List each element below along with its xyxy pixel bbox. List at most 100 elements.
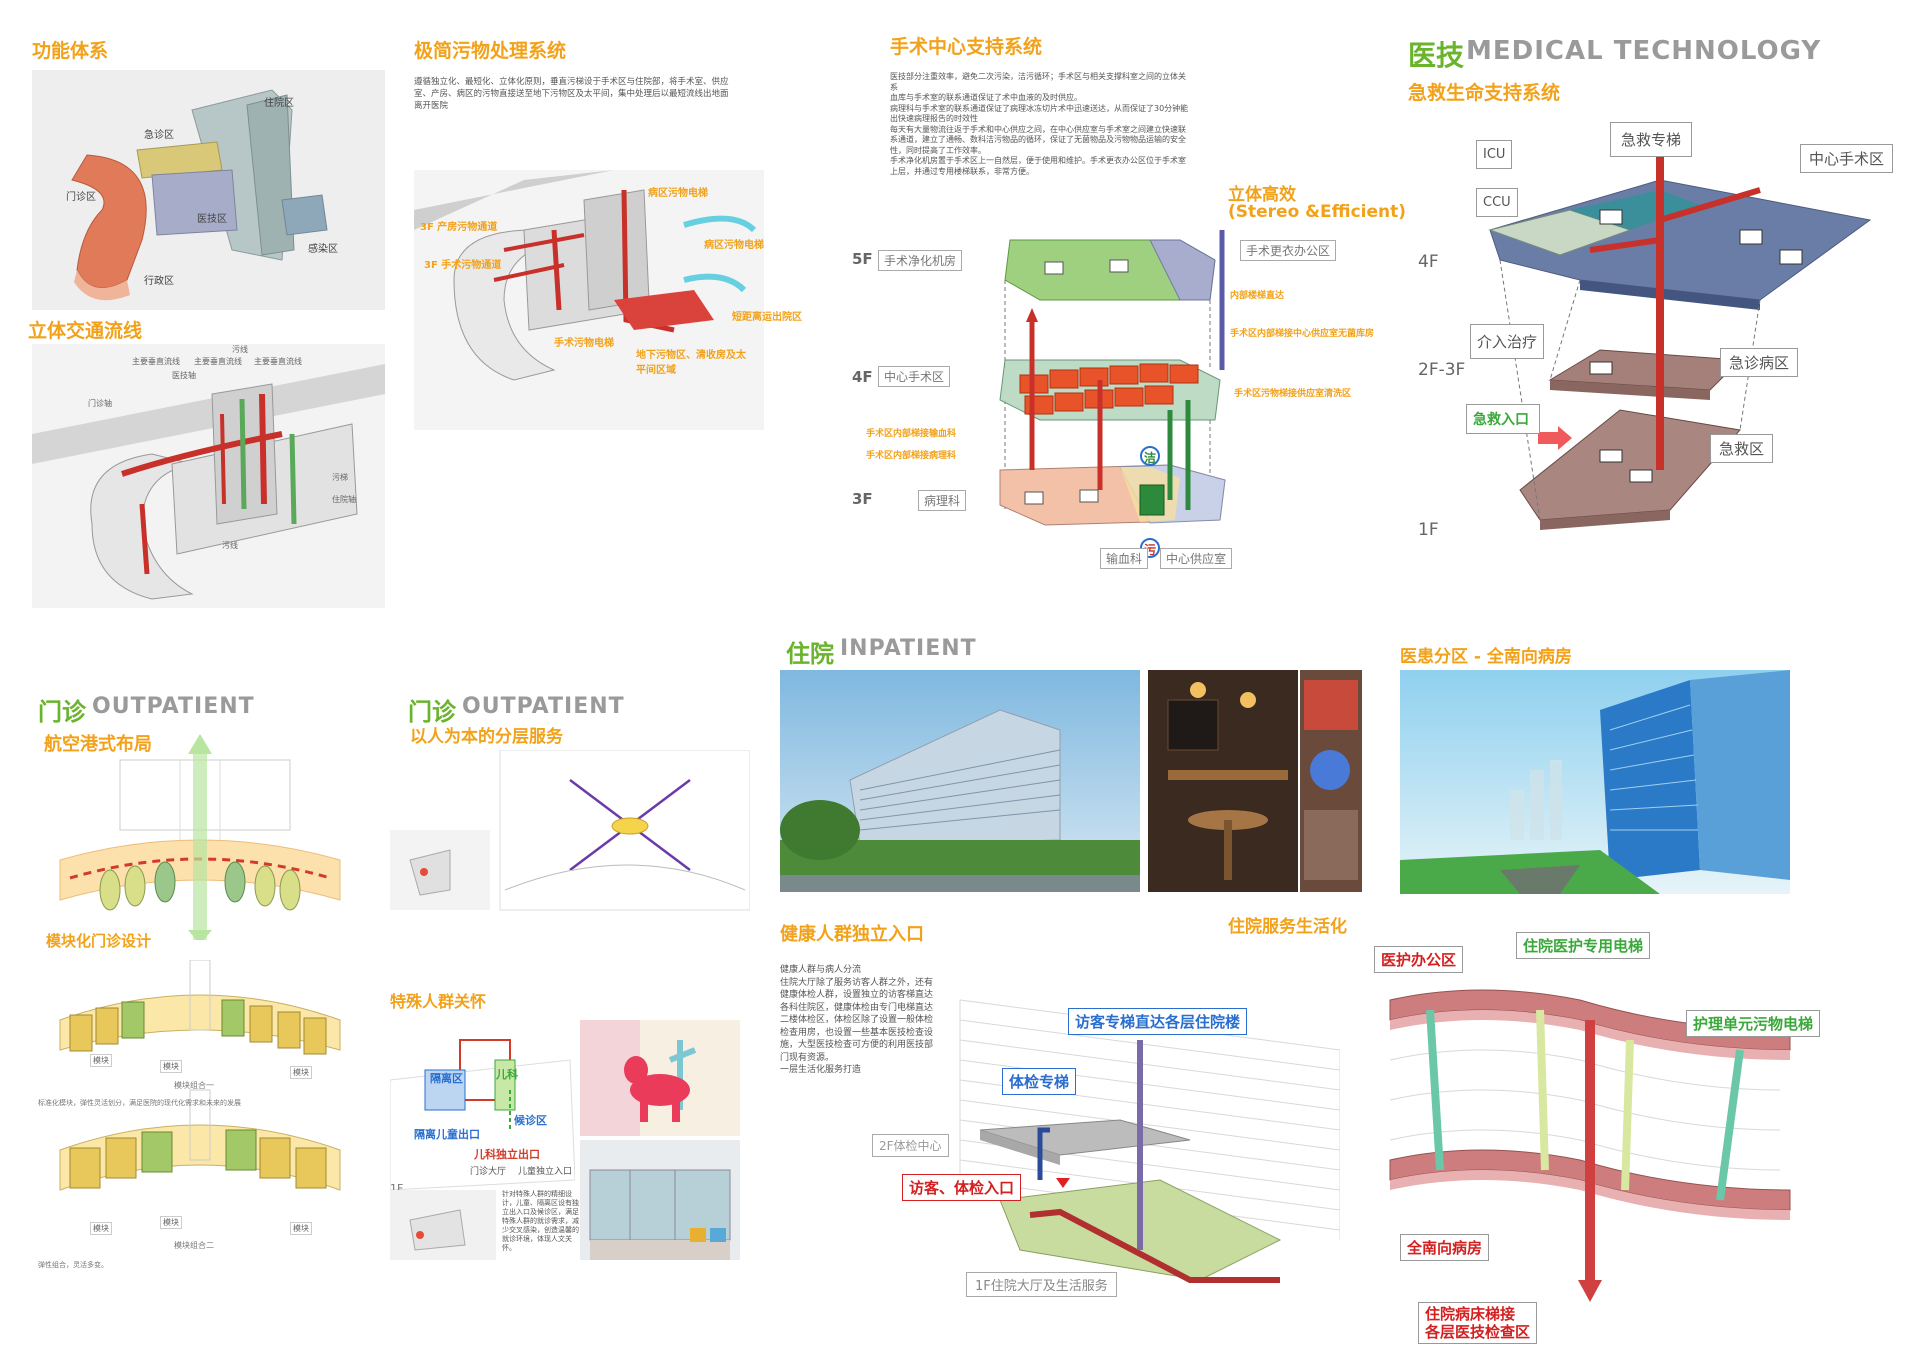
traffic-label-dirty-line-2: 污线 — [222, 541, 238, 550]
label-1f-lobby: 1F住院大厅及生活服务 — [966, 1272, 1117, 1297]
label-dirty-elevator: 护理单元污物电梯 — [1686, 1010, 1821, 1037]
surgery-floor-4f: 4F — [852, 368, 873, 386]
surgery-anno-pathology-link: 手术区内部梯接病理科 — [866, 451, 957, 461]
functional-title: 功能体系 — [32, 40, 109, 62]
tag-central-surgery-area: 中心手术区 — [878, 366, 951, 387]
outpatient2-layered-service — [390, 750, 750, 911]
surgery-subtitle-en: (Stereo &Efficient) — [1228, 202, 1407, 222]
module-label-5: 模块 — [160, 1216, 182, 1229]
waste-label-surgery-elevator: 手术污物电梯 — [554, 338, 614, 349]
label-south-ward: 全南向病房 — [1400, 1234, 1490, 1261]
inpatient-text: 健康人群与病人分流 住院大厅除了服务访客人群之外，还有健康体检人群，设置独立的访… — [780, 965, 934, 1075]
tag-interventional: 介入治疗 — [1470, 324, 1545, 359]
surgery-subtitle-cn: 立体高效 — [1228, 185, 1296, 205]
label-isolation: 隔离区 — [430, 1072, 463, 1085]
traffic-label-vertical-1: 主要垂直流线 — [132, 357, 180, 366]
traffic-diagram — [32, 344, 385, 608]
label-staff-office: 医护办公区 — [1374, 946, 1464, 973]
photo-pediatric-toy — [580, 1020, 740, 1136]
label-infection-zone: 感染区 — [308, 244, 338, 255]
module-caption-1: 模块组合一 — [174, 1081, 214, 1090]
label-visitor-elevator: 访客专梯直达各层住院楼 — [1068, 1008, 1248, 1035]
outpatient2-text: 针对特殊人群的精细设计，儿童、隔离区设有独立出入口及候诊区，满足特殊人群的就诊需… — [502, 1190, 579, 1252]
outpatient1-subtitle2: 模块化门诊设计 — [46, 932, 152, 950]
traffic-panel: 门诊轴 主要垂直流线 医技轴 主要垂直流线 污线 主要垂直流线 污梯 住院轴 污… — [32, 344, 385, 608]
module-label-2: 模块 — [160, 1060, 182, 1073]
photo-inpatient-building — [780, 670, 1140, 892]
surgery-floor-3f: 3F — [852, 490, 873, 508]
traffic-label-dirty-elevator: 污梯 — [332, 473, 348, 482]
inpatient-title-en: INPATIENT — [840, 636, 977, 661]
photo-inpatient-shop — [1300, 670, 1362, 892]
module-label-4: 模块 — [90, 1222, 112, 1235]
waste-label-underground: 地下污物区、清收房及太平间区域 — [636, 350, 746, 376]
inpatient-title-cn: 住院 — [786, 640, 834, 668]
medtech-title-en: MEDICAL TECHNOLOGY — [1466, 36, 1822, 66]
module-note-2: 弹性组合，灵活多变。 — [38, 1261, 108, 1269]
ward-title: 医患分区 - 全南向病房 — [1400, 647, 1572, 667]
medtech-floor-2f-3f: 2F-3F — [1418, 360, 1466, 380]
label-emergency-zone: 急诊区 — [144, 130, 174, 141]
waste-diagram — [414, 170, 764, 430]
traffic-label-vertical-3: 主要垂直流线 — [254, 357, 302, 366]
module-label-3: 模块 — [290, 1066, 312, 1079]
inpatient-entrance-diagram — [959, 999, 1340, 1283]
outpatient2-title-cn: 门诊 — [408, 698, 456, 726]
photo-ward-building — [1400, 670, 1790, 894]
label-outpatient-zone: 门诊区 — [66, 192, 96, 203]
label-visitor-entrance: 访客、体检入口 — [902, 1174, 1022, 1201]
functional-massing — [32, 70, 385, 310]
inpatient-subtitle2: 住院服务生活化 — [1228, 917, 1347, 937]
medtech-floor-4f: 4F — [1418, 252, 1439, 272]
medtech-title-cn: 医技 — [1408, 39, 1465, 72]
label-checkup-elevator: 体检专梯 — [1002, 1068, 1077, 1095]
outpatient1-subtitle: 航空港式布局 — [44, 734, 152, 755]
waste-label-3f-surgery: 3F 手术污物通道 — [424, 260, 502, 271]
waste-text: 遵循独立化、最短化、立体化原则，垂直污梯设于手术区与住院部，将手术室、供应室、产… — [414, 77, 729, 111]
label-staff-elevator: 住院医护专用电梯 — [1516, 932, 1651, 959]
waste-label-ward-elevator-1: 病区污物电梯 — [648, 188, 708, 199]
tag-pathology: 病理科 — [918, 490, 967, 511]
tag-surgery-changing-office: 手术更衣办公区 — [1240, 240, 1337, 261]
traffic-label-inpatient-axis: 住院轴 — [332, 495, 356, 504]
traffic-label-dirty-line: 污线 — [232, 345, 248, 354]
surgery-anno-dirty-wash: 手术区污物梯接供应室清洗区 — [1234, 389, 1352, 399]
outpatient1-title-cn: 门诊 — [38, 698, 86, 726]
surgery-clean-mark: 洁 — [1144, 451, 1157, 465]
surgery-anno-transfusion-link: 手术区内部梯接输血科 — [866, 429, 957, 439]
photo-pediatric-interior — [580, 1140, 740, 1260]
module-label-6: 模块 — [290, 1222, 312, 1235]
outpatient2-title-en: OUTPATIENT — [462, 694, 625, 719]
waste-title: 极简污物处理系统 — [414, 40, 567, 62]
medtech-floor-1f: 1F — [1418, 520, 1439, 540]
surgery-title: 手术中心支持系统 — [890, 36, 1043, 58]
module-label-1: 模块 — [90, 1054, 112, 1067]
label-isolation-exit: 隔离儿童出口 — [414, 1128, 480, 1141]
surgery-floor-5f: 5F — [852, 250, 873, 268]
tag-emergency-elevator: 急救专梯 — [1610, 122, 1693, 157]
outpatient2-special-plan — [390, 1020, 575, 1190]
tag-central-surgery: 中心手术区 — [1800, 144, 1894, 173]
tag-ccu: CCU — [1476, 188, 1518, 217]
tag-blood-transfusion: 输血科 — [1100, 548, 1149, 569]
label-bed-elevator: 住院病床梯接 各层医技检查区 — [1418, 1302, 1538, 1344]
module-caption-2: 模块组合二 — [174, 1241, 214, 1250]
surgery-diagram — [999, 230, 1226, 558]
waste-panel: 病区污物电梯 3F 产房污物通道 3F 手术污物通道 病区污物电梯 手术污物电梯… — [414, 170, 802, 430]
label-pediatrics: 儿科 — [496, 1068, 518, 1081]
waste-label-3f-delivery: 3F 产房污物通道 — [420, 222, 498, 233]
photo-inpatient-cafe — [1148, 670, 1298, 892]
medtech-diagram — [1488, 122, 1872, 530]
medtech-emergency-entrance: 急救入口 — [1466, 404, 1540, 434]
outpatient2-subtitle: 以人为本的分层服务 — [410, 727, 563, 747]
medtech-subtitle: 急救生命支持系统 — [1408, 82, 1561, 104]
label-outpatient-hall: 门诊大厅 — [470, 1167, 507, 1177]
tag-central-supply: 中心供应室 — [1160, 548, 1233, 569]
tag-icu: ICU — [1476, 140, 1513, 169]
outpatient2-small-massing — [390, 1190, 496, 1260]
traffic-label-vertical-2: 主要垂直流线 — [194, 357, 242, 366]
traffic-label-outpatient-axis: 门诊轴 — [88, 399, 112, 408]
traffic-title: 立体交通流线 — [28, 320, 143, 342]
traffic-label-medtech-axis: 医技轴 — [172, 371, 196, 380]
ward-section-diagram — [1389, 989, 1791, 1302]
